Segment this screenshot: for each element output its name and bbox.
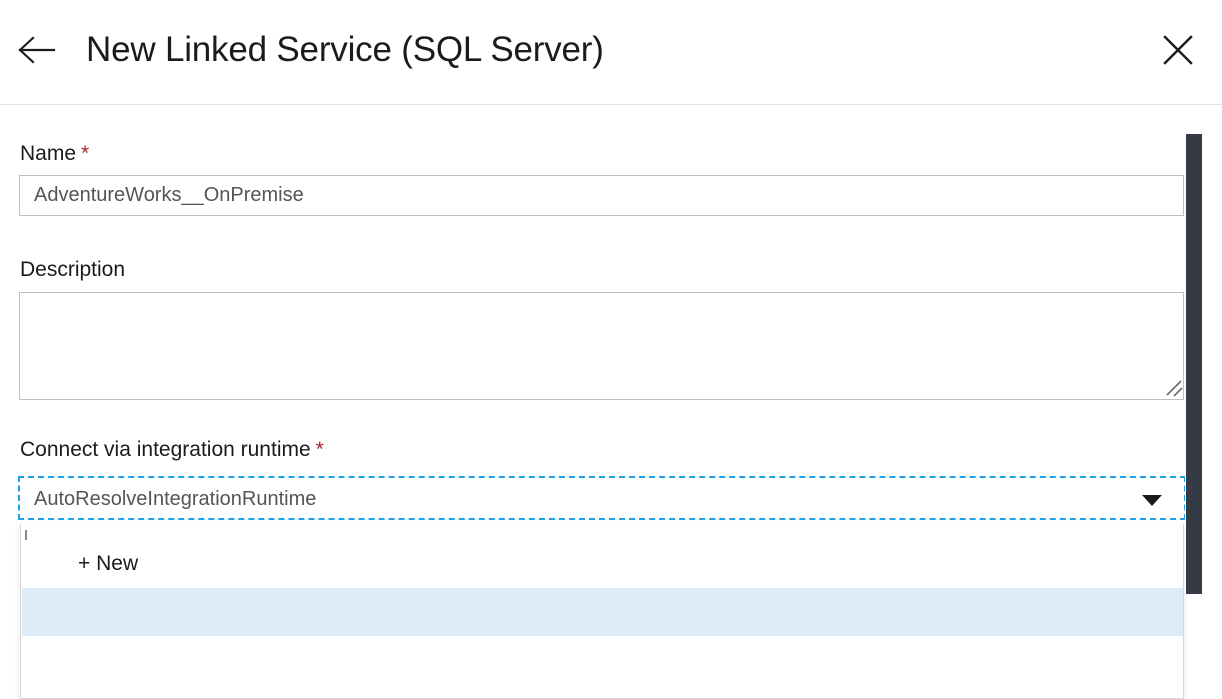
- integration-runtime-label-text: Connect via integration runtime: [20, 438, 311, 461]
- name-input[interactable]: [19, 175, 1184, 216]
- form-body: Name* Description Connect via integratio…: [0, 105, 1222, 699]
- arrow-left-icon: [16, 30, 56, 70]
- integration-runtime-required-asterisk: *: [315, 438, 324, 461]
- close-icon: [1161, 33, 1195, 67]
- integration-runtime-dropdown-list[interactable]: + New: [20, 524, 1184, 699]
- dropdown-option-selected[interactable]: [22, 588, 1183, 636]
- name-required-asterisk: *: [81, 142, 90, 165]
- panel-header: New Linked Service (SQL Server): [0, 0, 1222, 105]
- integration-runtime-selected-value: AutoResolveIntegrationRuntime: [34, 488, 317, 510]
- integration-runtime-dropdown[interactable]: AutoResolveIntegrationRuntime: [18, 476, 1186, 520]
- back-button[interactable]: [14, 28, 58, 72]
- close-button[interactable]: [1152, 24, 1204, 76]
- integration-runtime-field-label: Connect via integration runtime*: [20, 437, 324, 463]
- dropdown-option-new[interactable]: + New: [22, 540, 1183, 588]
- description-textarea[interactable]: [19, 292, 1184, 400]
- description-label-text: Description: [20, 258, 126, 281]
- description-field-label: Description: [20, 257, 125, 283]
- page-title: New Linked Service (SQL Server): [86, 30, 604, 69]
- chevron-down-icon[interactable]: [1142, 495, 1162, 506]
- name-label-text: Name: [20, 142, 77, 165]
- name-field-label: Name*: [20, 141, 89, 167]
- vertical-scrollbar-thumb[interactable]: [1186, 134, 1202, 594]
